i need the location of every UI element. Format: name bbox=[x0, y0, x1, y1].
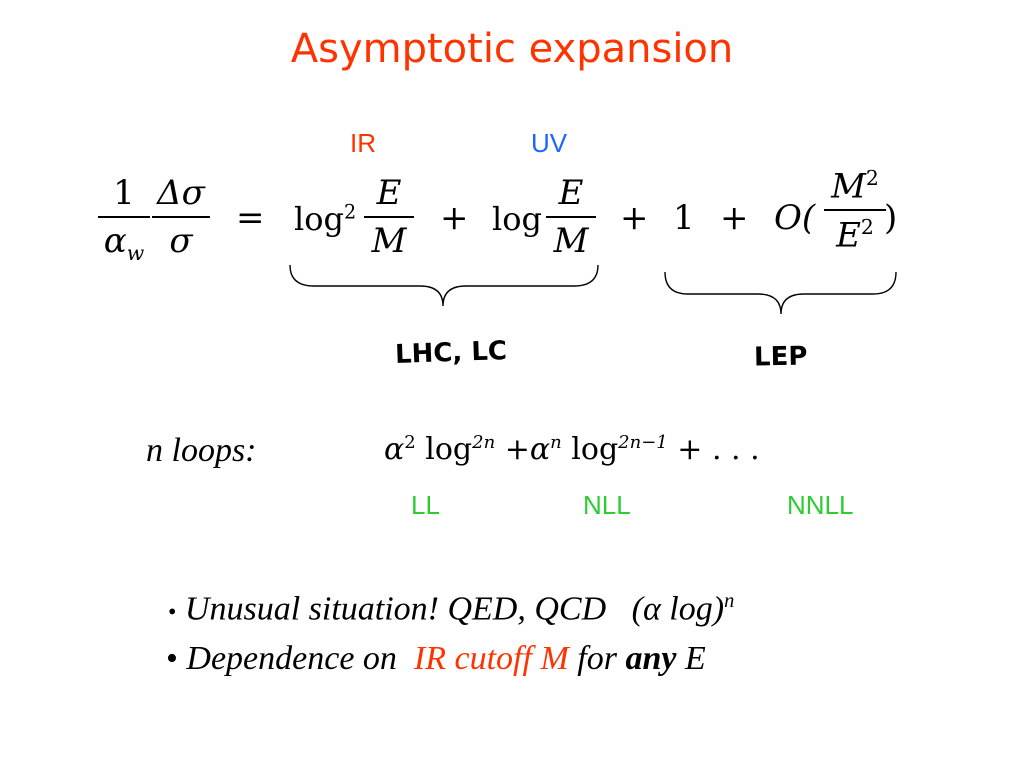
lhc-lc-label: LHC, LC bbox=[394, 336, 508, 370]
e-over-m-fraction-1: E M bbox=[364, 176, 414, 258]
fraction-bar bbox=[152, 216, 210, 218]
nll-label: NLL bbox=[583, 490, 631, 520]
constant-one: 1 bbox=[673, 198, 695, 238]
fraction-bar bbox=[98, 216, 150, 218]
right-brace bbox=[664, 271, 897, 315]
bullet-item-1: • Unusual situation! QED, QCD (α log)n bbox=[168, 590, 735, 628]
n-loops-label: n loops: bbox=[146, 432, 257, 469]
slide-title: Asymptotic expansion bbox=[290, 26, 734, 72]
left-brace bbox=[289, 264, 599, 307]
plus-sign: + bbox=[620, 198, 649, 238]
big-o-open: O( bbox=[774, 198, 816, 238]
numerator-one: 1 bbox=[113, 173, 135, 213]
delta-sigma-fraction: Δσ σ bbox=[152, 176, 210, 258]
log-squared: log2 bbox=[294, 200, 357, 238]
loops-series: α2 log2n +αn log2n−1 + . . . bbox=[384, 432, 760, 467]
alpha-w: αw bbox=[103, 220, 145, 265]
nnll-label: NNLL bbox=[787, 490, 854, 520]
bullet-item-2: • Dependence on IR cutoff M for any E bbox=[166, 640, 706, 677]
plus-sign: + bbox=[720, 198, 749, 238]
big-o-close: ) bbox=[884, 198, 898, 238]
e-over-m-fraction-2: E M bbox=[546, 176, 596, 258]
ir-label: IR bbox=[350, 128, 376, 158]
m2-over-e2-fraction: M2 E2 bbox=[824, 168, 886, 252]
delta-sigma: Δσ bbox=[157, 173, 205, 213]
ll-label: LL bbox=[411, 490, 440, 520]
log-term: log bbox=[492, 200, 542, 238]
inverse-alpha-fraction: 1 αw bbox=[98, 176, 150, 263]
uv-label: UV bbox=[531, 128, 568, 158]
sigma: σ bbox=[169, 220, 193, 261]
equals-sign: = bbox=[236, 198, 265, 238]
lep-label: LEP bbox=[753, 341, 808, 373]
plus-sign: + bbox=[440, 198, 469, 238]
